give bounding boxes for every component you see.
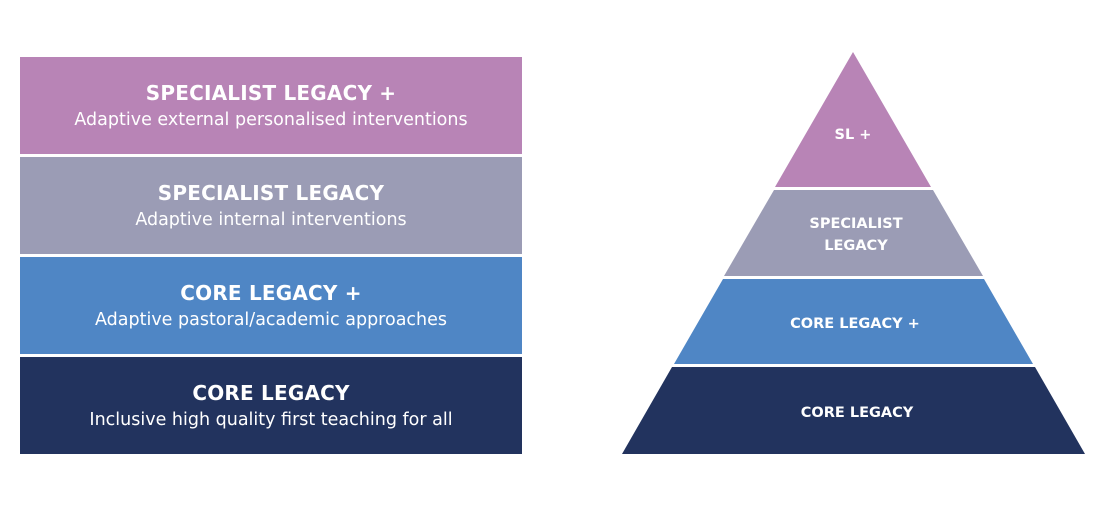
tier-specialist-legacy: SPECIALIST LEGACY Adaptive internal inte… (20, 157, 522, 254)
pyramid-level-core-legacy (622, 367, 1085, 454)
pyramid-level-core-legacy-plus (674, 279, 1033, 364)
tier-subtitle: Adaptive pastoral/academic approaches (94, 309, 448, 330)
pyramid-level-sl-plus (775, 52, 931, 187)
pyramid-label-core-legacy: CORE LEGACY (801, 405, 914, 421)
legacy-tier-stack: SPECIALIST LEGACY + Adaptive external pe… (20, 57, 522, 454)
tier-core-legacy: CORE LEGACY Inclusive high quality first… (20, 357, 522, 454)
tier-title: SPECIALIST LEGACY + (145, 80, 397, 105)
pyramid-level-specialist-legacy (724, 190, 983, 276)
legacy-pyramid: SL + SPECIALIST LEGACY CORE LEGACY + COR… (622, 52, 1085, 454)
tier-specialist-legacy-plus: SPECIALIST LEGACY + Adaptive external pe… (20, 57, 522, 154)
pyramid-label-specialist-line2: LEGACY (824, 238, 888, 254)
tier-title: CORE LEGACY + (180, 280, 362, 305)
pyramid-label-specialist-line1: SPECIALIST (809, 216, 902, 232)
tier-core-legacy-plus: CORE LEGACY + Adaptive pastoral/academic… (20, 257, 522, 354)
pyramid-label-core-legacy-plus: CORE LEGACY + (790, 316, 920, 332)
tier-subtitle: Inclusive high quality first teaching fo… (89, 409, 453, 430)
tier-subtitle: Adaptive internal interventions (135, 209, 407, 230)
tier-subtitle: Adaptive external personalised intervent… (74, 109, 468, 130)
tier-title: SPECIALIST LEGACY (157, 180, 385, 205)
tier-title: CORE LEGACY (192, 380, 350, 405)
pyramid-label-sl-plus: SL + (835, 127, 872, 143)
